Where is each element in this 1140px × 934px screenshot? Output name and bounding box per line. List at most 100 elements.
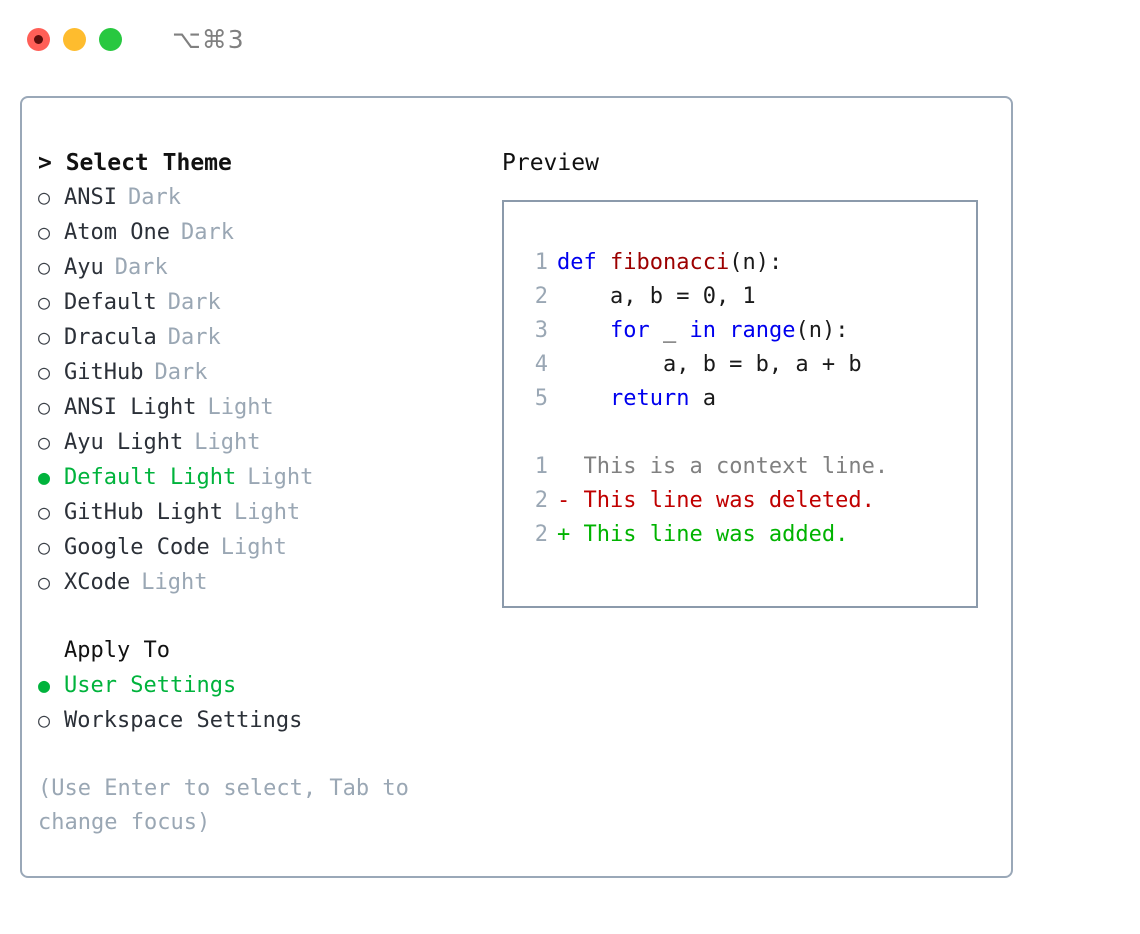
apply-to-option-label: Workspace Settings (64, 708, 303, 733)
theme-option-variant-tag: Dark (167, 290, 221, 315)
radio-unselected-icon: ○ (38, 290, 51, 314)
code-token-code (557, 386, 610, 411)
keyboard-shortcut-label: ⌥⌘3 (172, 24, 245, 54)
code-token-kw: range (729, 318, 796, 343)
theme-option-variant-tag: Light (141, 570, 208, 595)
apply-to-option-user-settings[interactable]: ● User Settings (38, 668, 488, 703)
radio-unselected-icon: ○ (38, 500, 51, 524)
code-text: for _ in range(n): (557, 314, 848, 348)
code-text: a, b = b, a + b (557, 348, 862, 382)
code-line: 5 return a (518, 382, 976, 416)
theme-option-label: Atom One (64, 220, 170, 245)
code-line: 4 a, b = b, a + b (518, 348, 976, 382)
line-number: 2 (534, 488, 548, 513)
theme-option-variant-tag: Dark (127, 185, 181, 210)
apply-to-option-workspace-settings[interactable]: ○ Workspace Settings (38, 703, 488, 738)
line-number: 1 (534, 454, 548, 479)
theme-option-github-light[interactable]: ○ GitHub Light Light (38, 495, 488, 530)
code-token-code: (n): (729, 250, 783, 275)
theme-option-github[interactable]: ○ GitHub Dark (38, 355, 488, 390)
code-line: 2 a, b = 0, 1 (518, 280, 976, 314)
code-line: 3 for _ in range(n): (518, 314, 976, 348)
diff-marker: + (557, 522, 584, 547)
radio-unselected-icon: ○ (38, 430, 51, 454)
theme-option-label: ANSI Light (64, 395, 197, 420)
theme-option-label: GitHub Light (64, 500, 223, 525)
code-line: 1 def fibonacci(n): (518, 246, 976, 280)
line-number: 2 (534, 522, 548, 547)
apply-to-option-label: User Settings (64, 673, 237, 698)
code-token-code: a, b = b, a + b (557, 352, 862, 377)
radio-unselected-icon: ○ (38, 255, 51, 279)
radio-selected-icon: ● (38, 465, 51, 489)
code-token-code: (n): (795, 318, 849, 343)
line-number: 5 (534, 386, 548, 411)
keyboard-hint-text: (Use Enter to select, Tab to change focu… (38, 776, 409, 835)
theme-option-variant-tag: Dark (167, 325, 221, 350)
theme-option-label: XCode (64, 570, 131, 595)
diff-text: + This line was added. (557, 518, 848, 552)
maximize-button[interactable] (99, 27, 122, 51)
line-number: 2 (534, 284, 548, 309)
theme-option-label: Dracula (64, 325, 157, 350)
radio-selected-icon: ● (38, 673, 51, 697)
theme-option-label: GitHub (64, 360, 144, 385)
radio-unselected-icon: ○ (38, 708, 51, 732)
code-text: a, b = 0, 1 (557, 280, 756, 314)
diff-text: This is a context line. (557, 450, 889, 484)
diff-content: This line was added. (583, 522, 849, 547)
code-token-kw: def (557, 250, 610, 275)
apply-to-list: ● User Settings ○ Workspace Settings (38, 668, 488, 738)
diff-line-ctx: 1 This is a context line. (518, 450, 976, 484)
title-bar: ⌥⌘3 (0, 0, 1140, 78)
diff-marker (557, 454, 584, 479)
code-diff-gap (518, 416, 976, 450)
line-number: 1 (534, 250, 548, 275)
code-token-code: a (689, 386, 716, 411)
code-token-kw: in (689, 318, 716, 343)
list-spacer (38, 600, 488, 634)
theme-option-label: Default Light (64, 465, 237, 490)
theme-option-label: Ayu Light (64, 430, 184, 455)
line-number: 4 (534, 352, 548, 377)
theme-option-variant-tag: Light (233, 500, 301, 525)
diff-content: This line was deleted. (583, 488, 875, 513)
radio-unselected-icon: ○ (38, 395, 51, 419)
radio-unselected-icon: ○ (38, 535, 51, 559)
select-theme-heading: > Select Theme (38, 150, 232, 176)
code-token-fn: fibonacci (609, 250, 730, 275)
minimize-button[interactable] (63, 27, 86, 51)
close-button[interactable] (27, 27, 50, 51)
theme-option-xcode[interactable]: ○ XCode Light (38, 565, 488, 600)
line-number: 3 (534, 318, 548, 343)
code-token-code: _ (649, 318, 690, 343)
window-controls (27, 27, 122, 51)
code-token-kw: for (609, 318, 650, 343)
preview-heading: Preview (502, 150, 599, 176)
radio-unselected-icon: ○ (38, 360, 51, 384)
theme-option-label: Google Code (64, 535, 210, 560)
diff-content: This is a context line. (583, 454, 889, 479)
code-text: return a (557, 382, 716, 416)
code-token-code (557, 318, 610, 343)
radio-unselected-icon: ○ (38, 220, 51, 244)
radio-unselected-icon: ○ (38, 570, 51, 594)
theme-option-variant-tag: Dark (154, 360, 208, 385)
apply-to-heading: Apply To (64, 638, 170, 663)
diff-text: - This line was deleted. (557, 484, 875, 518)
